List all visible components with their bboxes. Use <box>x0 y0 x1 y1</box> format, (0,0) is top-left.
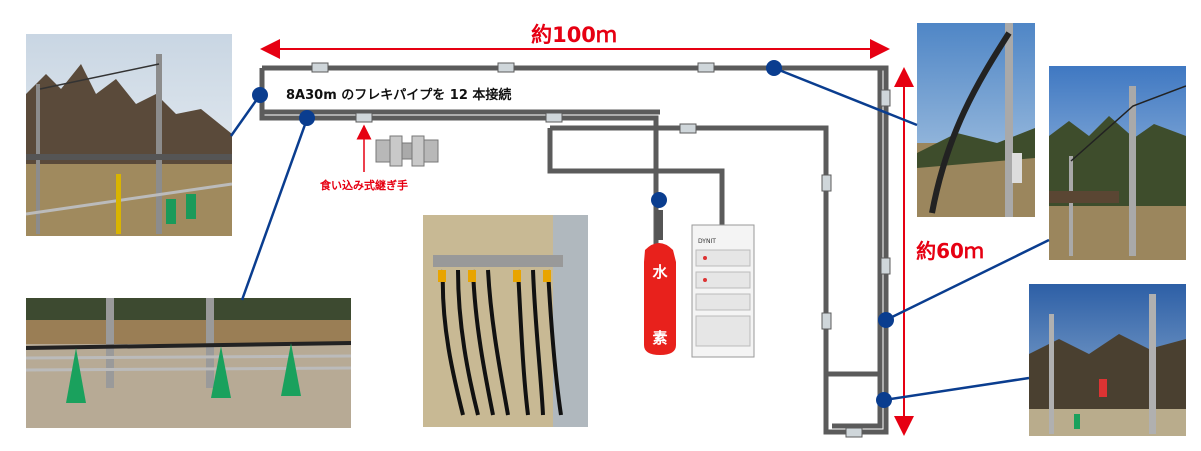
width-dimension-label: 約100ｍ <box>531 23 617 47</box>
photo-right-3 <box>1029 284 1186 436</box>
photo-top-left <box>26 34 232 236</box>
callout-lines <box>229 66 1050 402</box>
photo-center <box>423 215 588 427</box>
photo-right-2 <box>1049 66 1186 260</box>
photo-center-image <box>423 215 588 427</box>
photo-top-left-image <box>26 34 232 236</box>
photo-right-1 <box>917 23 1035 217</box>
cabinet-brand-label: DYNIT <box>698 238 716 245</box>
callout-dots <box>252 60 894 408</box>
compression-fitting-icon <box>375 135 439 167</box>
pipe-note-label: 8A30m のフレキパイプを 12 本接続 <box>286 87 511 103</box>
photo-right-2-image <box>1049 66 1186 260</box>
cylinder-label-char-1: 水 <box>652 263 668 281</box>
pipe-joints <box>311 62 891 438</box>
photo-right-3-image <box>1029 284 1186 436</box>
cylinder-label-char-2: 素 <box>652 329 667 347</box>
fitting-note-label: 食い込み式継ぎ手 <box>320 178 408 192</box>
photo-right-1-image <box>917 23 1035 217</box>
gas-supply-cabinet <box>691 224 755 358</box>
photo-bottom-left <box>26 298 351 428</box>
hydrogen-cylinder <box>644 210 676 355</box>
flex-pipe <box>259 65 889 435</box>
height-dimension-label: 約60ｍ <box>916 239 984 263</box>
photo-bottom-left-image <box>26 298 351 428</box>
